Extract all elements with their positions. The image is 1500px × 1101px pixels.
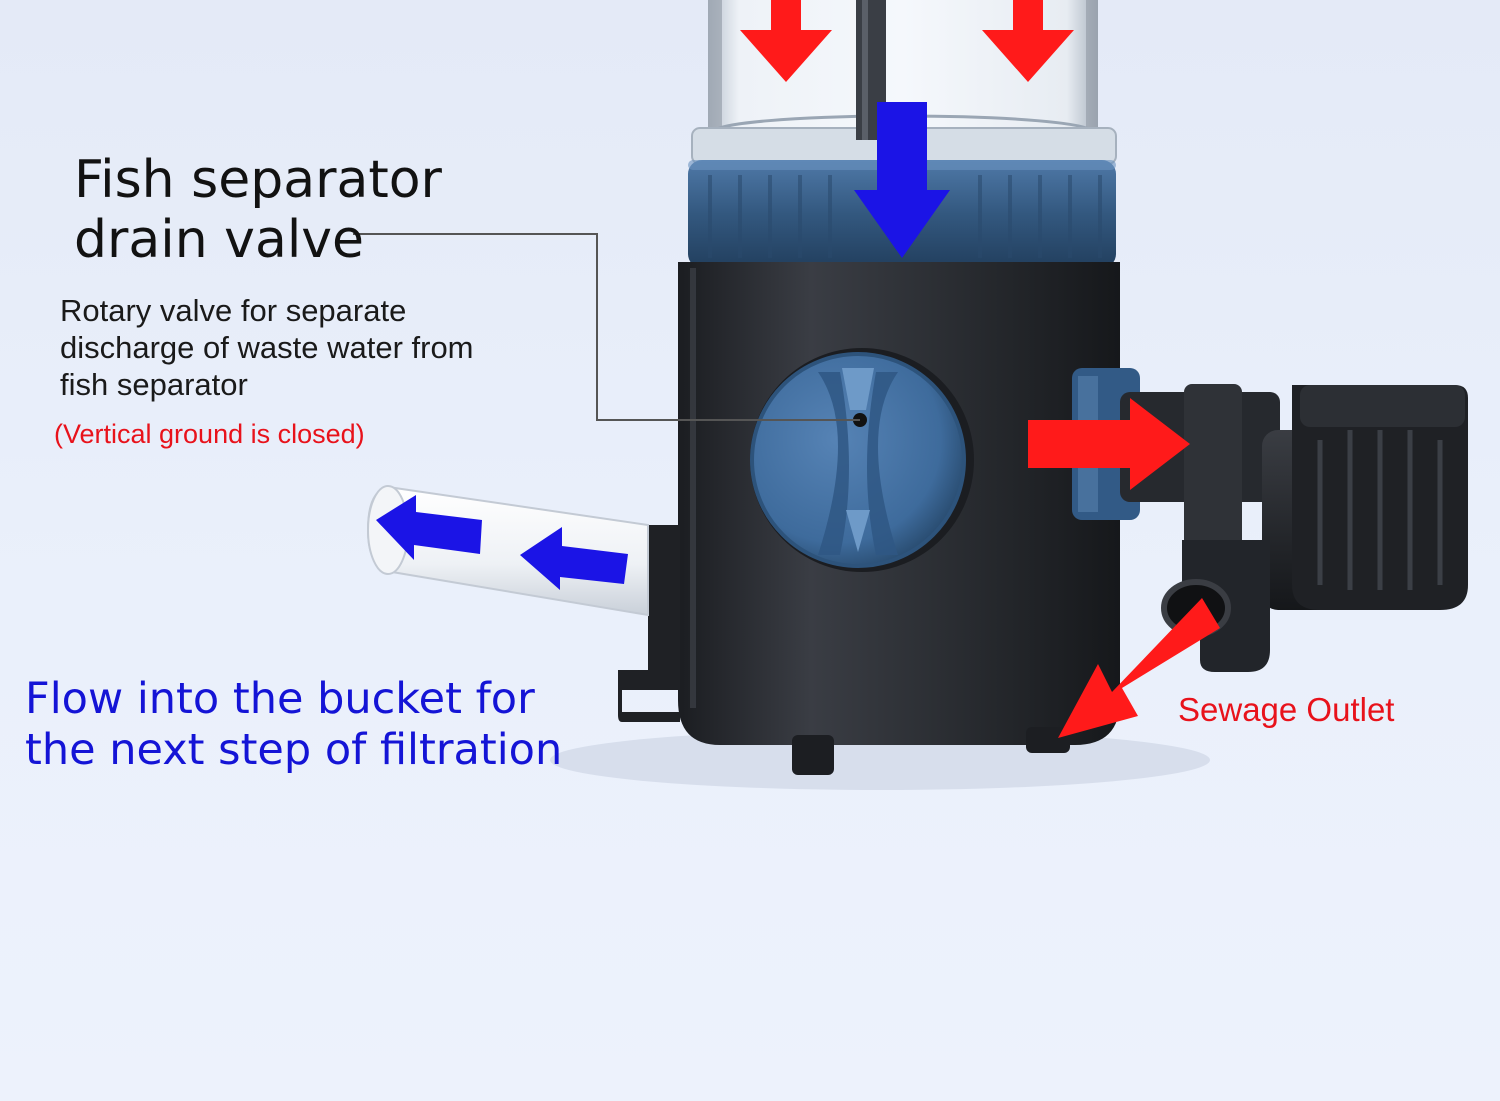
- red-arrow-diagonal-icon: [1058, 598, 1220, 738]
- rotary-valve-knob: [750, 348, 974, 572]
- valve-description: Rotary valve for separate discharge of w…: [60, 293, 474, 402]
- diagram-title: Fish separator drain valve: [74, 150, 442, 270]
- flow-label: Flow into the bucket for the next step o…: [25, 674, 563, 775]
- blue-arrow-down-icon: [854, 102, 950, 258]
- callout-leader-line: [353, 233, 860, 421]
- red-arrow-down-icon: [982, 0, 1074, 82]
- red-arrow-down-icon: [740, 0, 832, 82]
- blue-arrow-left-icon: [376, 495, 482, 560]
- pump-assembly: [1072, 368, 1468, 672]
- valve-state-note: (Vertical ground is closed): [54, 419, 365, 449]
- blue-arrow-left-icon: [520, 527, 628, 590]
- sewage-outlet-label: Sewage Outlet: [1178, 691, 1395, 728]
- red-arrow-right-icon: [1028, 398, 1190, 490]
